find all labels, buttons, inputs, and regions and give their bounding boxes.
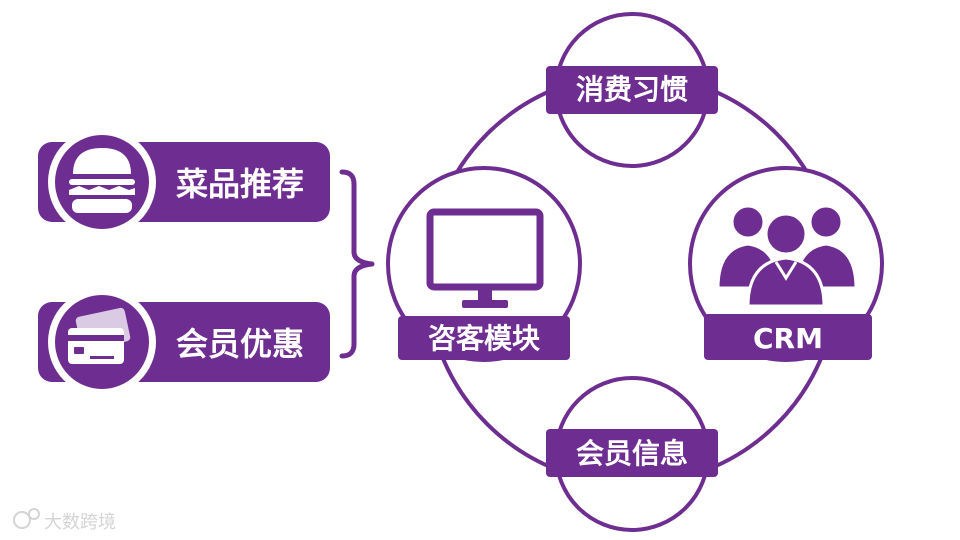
left-item-dish-recommendation: 菜品推荐 (38, 128, 330, 236)
watermark: 大数跨境 (13, 508, 116, 533)
burger-icon (69, 148, 135, 213)
node-top: 消费习惯 (546, 12, 718, 168)
node-top-label: 消费习惯 (576, 73, 688, 106)
node-top-label-box (546, 66, 718, 114)
node-bottom: 会员信息 (546, 376, 718, 532)
left-item-member-discount: 会员优惠 (38, 288, 330, 396)
watermark-text: 大数跨境 (44, 512, 116, 533)
left-item-label: 菜品推荐 (176, 165, 304, 203)
node-left-label: 咨客模块 (428, 322, 540, 355)
monitor-icon (426, 208, 544, 308)
node-right-label-box (704, 314, 872, 360)
node-bottom-label: 会员信息 (576, 437, 688, 470)
node-right: CRM (688, 166, 884, 362)
people-group-icon (716, 204, 858, 308)
curly-brace-icon (339, 169, 375, 359)
left-item-label: 会员优惠 (176, 325, 304, 363)
node-bottom-label-box (546, 429, 718, 477)
node-left: 咨客模块 (386, 166, 582, 362)
node-right-label: CRM (753, 322, 823, 355)
watermark-logo-icon (13, 508, 40, 529)
node-left-label-box (398, 316, 570, 360)
credit-card-icon (68, 307, 131, 364)
